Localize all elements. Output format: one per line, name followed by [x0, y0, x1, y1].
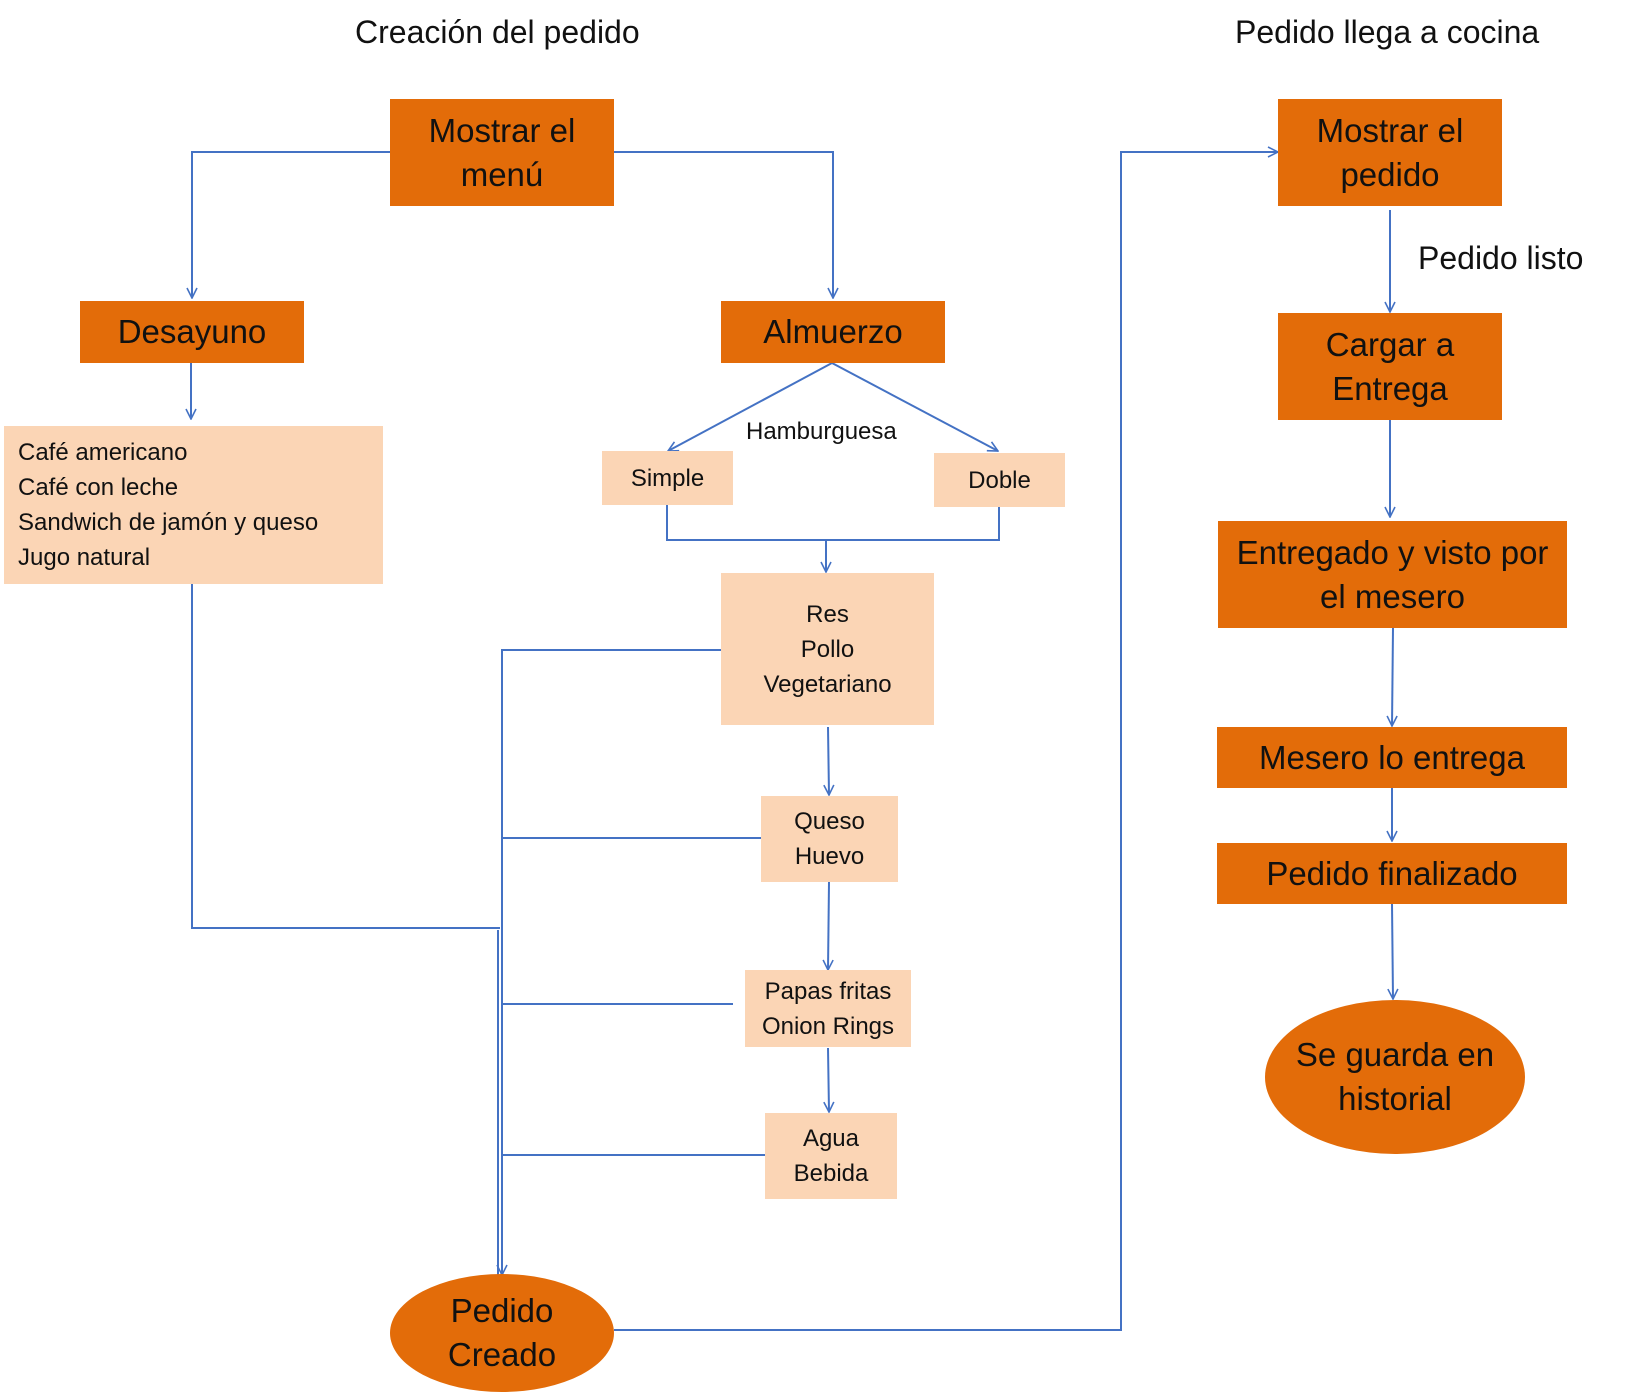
node-desayuno: Desayuno [80, 301, 304, 363]
connector-entregado-to-mesero [1392, 627, 1393, 726]
connector-desayuno-items-down [191, 584, 500, 929]
connector-acompanantes-to-bebidas [828, 1047, 829, 1112]
section-title-cocina: Pedido llega a cocina [1235, 14, 1540, 50]
node-doble: Doble [934, 453, 1065, 507]
node-desayuno-items: Café americano Café con leche Sandwich d… [4, 426, 383, 584]
node-almuerzo: Almuerzo [721, 301, 945, 363]
connector-almuerzo-to-simple [668, 362, 833, 452]
node-pedido-finalizado: Pedido finalizado [1217, 843, 1567, 904]
connector-finalizado-to-historial [1392, 903, 1393, 999]
node-acompanantes: Papas fritas Onion Rings [745, 970, 911, 1047]
connector-menu-to-desayuno [192, 151, 390, 298]
node-mesero-entrega: Mesero lo entrega [1217, 727, 1567, 788]
connector-creado-to-mostrar-pedido [614, 152, 1278, 1331]
label-hamburguesa: Hamburguesa [746, 418, 897, 445]
connector-extras-to-acompanantes [828, 881, 829, 970]
label-pedido-listo: Pedido listo [1418, 240, 1584, 276]
connector-carnes-left [502, 649, 721, 1275]
node-simple: Simple [602, 451, 733, 505]
node-extras: Queso Huevo [761, 796, 898, 882]
node-carnes: Res Pollo Vegetariano [721, 573, 934, 725]
connector-carnes-to-extras [828, 726, 829, 795]
section-title-creacion: Creación del pedido [355, 14, 640, 50]
connector-simple-doble-merge [666, 504, 1000, 541]
connector-almuerzo-to-doble [831, 362, 998, 452]
node-bebidas: Agua Bebida [765, 1113, 897, 1199]
connector-menu-to-almuerzo [614, 151, 833, 298]
